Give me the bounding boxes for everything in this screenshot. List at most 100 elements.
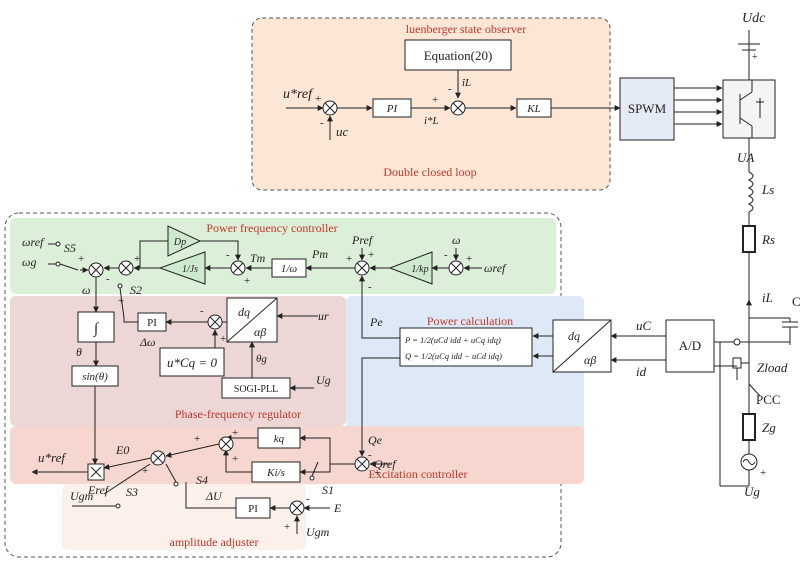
svg-text:dq: dq	[238, 305, 250, 319]
svg-text:-: -	[320, 117, 324, 129]
label-zg: Zg	[762, 420, 776, 435]
svg-text:PI: PI	[386, 103, 399, 115]
svg-text:+: +	[466, 253, 472, 265]
label-cap: C	[792, 294, 801, 309]
svg-text:+: +	[760, 467, 766, 479]
label-udc: Udc	[742, 11, 766, 26]
double-loop-label: Double closed loop	[383, 165, 476, 179]
svg-text:+: +	[244, 275, 250, 287]
equation-block	[404, 39, 512, 71]
svg-text:SPWM: SPWM	[628, 101, 667, 116]
label-rs: Rs	[761, 232, 775, 247]
label-qe: Qe	[368, 433, 383, 447]
label-pm: Pm	[311, 247, 328, 261]
label-s1: S1	[322, 483, 334, 497]
svg-text:+: +	[374, 467, 380, 479]
label-pe: Pe	[369, 315, 383, 329]
svg-text:PI: PI	[248, 503, 258, 515]
svg-text:+: +	[134, 253, 140, 265]
svg-text:+: +	[368, 249, 374, 261]
label-delta-u: ΔU	[205, 489, 223, 503]
svg-text:+: +	[232, 453, 238, 465]
svg-text:Ki/s: Ki/s	[266, 467, 285, 479]
label-s4: S4	[196, 473, 208, 487]
svg-text:+: +	[752, 52, 758, 63]
svg-text:-: -	[200, 305, 204, 317]
svg-text:Dp: Dp	[173, 237, 186, 248]
svg-text:-: -	[444, 249, 448, 261]
impedance-zg	[742, 413, 756, 441]
power-calc-title: Power calculation	[427, 314, 513, 328]
svg-text:-: -	[368, 449, 372, 461]
label-s5: S5	[64, 241, 76, 255]
observer-region	[251, 17, 611, 191]
inductor-ls	[747, 171, 754, 213]
label-pcc: PCC	[756, 392, 781, 407]
label-ls: Ls	[761, 182, 774, 197]
resistor-rs	[742, 225, 756, 253]
svg-text:+: +	[194, 433, 200, 445]
svg-text:-: -	[106, 273, 110, 285]
svg-text:+: +	[78, 253, 84, 265]
svg-text:-: -	[226, 249, 230, 261]
integrator-gain	[158, 251, 206, 285]
label-s3: S3	[126, 485, 138, 499]
phase-frequency-title: Phase-frequency regulator	[175, 407, 301, 421]
inverter-switch	[722, 79, 776, 139]
label-omega-top: ω	[452, 233, 460, 247]
ucq-zero-block	[159, 347, 225, 377]
spwm-block	[619, 77, 675, 141]
amplitude-title: amplitude adjuster	[170, 535, 259, 549]
power-eq-q: Q = 1/2(uCq idd − uCd idq)	[405, 351, 502, 361]
observer-title: luenberger state observer	[406, 22, 526, 36]
svg-text:1/kp: 1/kp	[411, 264, 428, 275]
svg-text:KL: KL	[526, 103, 540, 115]
label-uref-star-top: u*ref	[283, 87, 314, 102]
label-iL-star: i*L	[424, 115, 439, 127]
inv-kp-gain	[388, 251, 433, 285]
equation-label: Equation(20)	[424, 48, 493, 63]
label-e0: E0	[115, 443, 129, 457]
label-s2: S2	[130, 283, 142, 297]
svg-text:1/ω: 1/ω	[281, 263, 298, 275]
label-id: id	[636, 364, 647, 379]
svg-text:dq: dq	[568, 329, 580, 343]
label-iL-hat: îL	[462, 77, 471, 89]
svg-text:SOGI-PLL: SOGI-PLL	[234, 384, 278, 395]
label-uc-right: uC	[636, 318, 652, 333]
svg-text:-: -	[448, 83, 452, 95]
label-theta: θ	[76, 345, 82, 359]
svg-text:+: +	[232, 427, 238, 439]
svg-text:∫: ∫	[93, 321, 100, 337]
label-il: iL	[762, 290, 773, 305]
svg-text:+: +	[142, 465, 148, 477]
svg-text:-: -	[306, 493, 310, 505]
label-omega-ref-r: ωref	[484, 261, 507, 275]
label-zload: Zload	[757, 360, 788, 375]
svg-text:+: +	[220, 333, 226, 345]
label-ug-mid: Ug	[316, 373, 331, 387]
integral-block	[77, 311, 115, 343]
svg-text:sin(θ): sin(θ)	[82, 371, 108, 383]
ad-block	[665, 319, 715, 373]
excitation-title: Excitation controller	[369, 467, 468, 481]
label-pref: Pref	[351, 233, 374, 247]
label-omega-g: ωg	[22, 255, 36, 269]
svg-text:PI: PI	[147, 317, 157, 329]
label-ugm-left: Ugm	[70, 489, 94, 503]
svg-text:αβ: αβ	[584, 353, 596, 367]
svg-text:+: +	[118, 295, 124, 307]
label-theta-g: θg	[256, 353, 267, 365]
label-uref-star-out: u*ref	[38, 450, 67, 465]
svg-text:u*Cq = 0: u*Cq = 0	[167, 355, 217, 370]
svg-text:+: +	[315, 93, 321, 105]
svg-text:+: +	[284, 521, 290, 533]
label-ugm-bottom: Ugm	[306, 525, 330, 539]
svg-text:A/D: A/D	[679, 338, 701, 353]
svg-text:kq: kq	[274, 433, 285, 445]
label-ug-right: Ug	[744, 484, 760, 499]
excitation-region	[10, 426, 584, 484]
label-qref: Qref	[374, 457, 397, 471]
label-omega: ω	[82, 283, 90, 297]
